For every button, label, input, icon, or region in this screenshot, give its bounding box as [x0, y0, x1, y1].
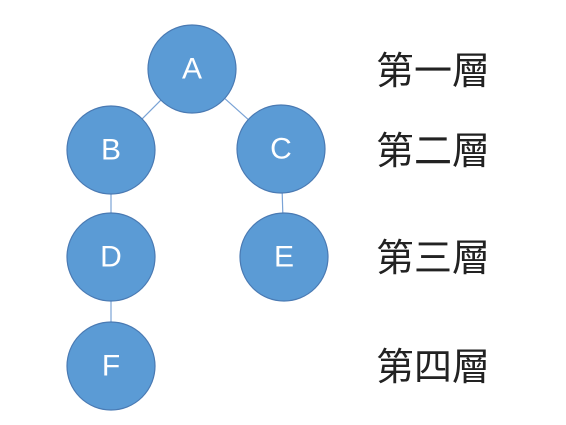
node-circle-a: [147, 24, 237, 114]
node-label-b: B: [101, 134, 121, 167]
tree-node-c: C: [236, 104, 326, 194]
level-label-1: 第一層: [376, 49, 491, 93]
node-label-c: C: [270, 133, 292, 166]
tree-node-a: A: [147, 24, 237, 114]
tree-node-f: F: [66, 321, 156, 411]
node-label-d: D: [100, 241, 122, 274]
tree-node-b: B: [66, 105, 156, 195]
edge-a-c: [224, 97, 249, 121]
node-label-f: F: [102, 350, 120, 383]
edge-a-b: [141, 99, 162, 120]
node-label-e: E: [274, 241, 294, 274]
node-label-a: A: [182, 53, 202, 86]
tree-node-e: E: [239, 212, 329, 302]
level-label-4: 第四層: [376, 345, 491, 389]
node-circle-e: [239, 212, 329, 302]
node-circle-d: [66, 212, 156, 302]
edge-c-e: [281, 192, 284, 214]
node-circle-f: [66, 321, 156, 411]
node-circle-b: [66, 105, 156, 195]
edges-layer: [110, 97, 284, 322]
node-circle-c: [236, 104, 326, 194]
nodes-layer: A B C D E F: [66, 24, 329, 411]
level-label-3: 第三層: [376, 236, 491, 280]
tree-node-d: D: [66, 212, 156, 302]
level-label-2: 第二層: [376, 129, 491, 173]
